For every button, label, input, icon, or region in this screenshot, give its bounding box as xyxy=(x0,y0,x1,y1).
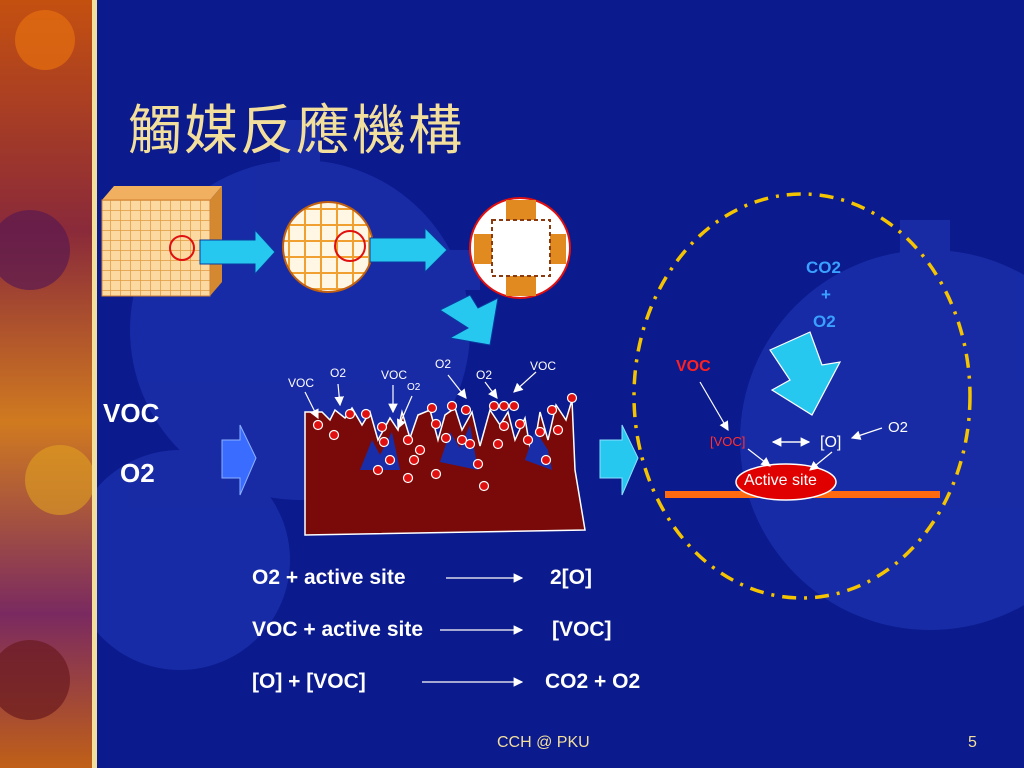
magnified-channels xyxy=(282,201,374,293)
pore-label: O2 xyxy=(407,382,421,393)
pore-label: VOC xyxy=(288,376,315,390)
equation-lhs: VOC + active site xyxy=(252,618,424,641)
product-co2: CO2 xyxy=(806,258,841,277)
page-number: 5 xyxy=(968,734,977,751)
equation-rhs: CO2 + O2 xyxy=(545,670,641,693)
equation-rhs: [VOC] xyxy=(552,618,612,641)
mechanism-o2: O2 xyxy=(888,419,909,436)
footer-credit: CCH @ PKU xyxy=(497,734,590,751)
magnified-channel-wall xyxy=(469,197,571,299)
equation-rhs: 2[O] xyxy=(550,566,592,589)
stripe-border xyxy=(92,0,97,768)
equation-lhs: [O] + [VOC] xyxy=(252,670,366,693)
pore-label: VOC xyxy=(530,359,557,373)
mechanism-zoom xyxy=(632,192,972,600)
arrow-2 xyxy=(369,226,448,274)
porous-support xyxy=(304,399,586,536)
adsorbed-o: [O] xyxy=(820,434,842,451)
input-voc-label: VOC xyxy=(103,398,160,428)
pore-label: O2 xyxy=(435,357,452,371)
active-site-label: Active site xyxy=(744,472,817,489)
input-arrow xyxy=(221,424,257,496)
adsorbed-molecules xyxy=(312,392,578,492)
product-o2: O2 xyxy=(813,312,836,331)
pore-label: O2 xyxy=(330,366,347,380)
arrow-1 xyxy=(199,228,276,276)
slide-title: 觸媒反應機構 xyxy=(128,99,464,162)
input-o2-label: O2 xyxy=(120,458,155,488)
output-arrow xyxy=(599,424,639,496)
equation-lhs: O2 + active site xyxy=(252,566,406,589)
left-decorative-stripe xyxy=(0,0,95,768)
pore-label: O2 xyxy=(476,368,493,382)
product-plus: + xyxy=(821,285,831,304)
equation-arrows xyxy=(422,573,524,687)
arrow-down xyxy=(438,294,499,346)
adsorbed-voc: [VOC] xyxy=(710,434,746,449)
pore-pointers xyxy=(304,371,537,430)
pore-label: VOC xyxy=(381,368,408,382)
mechanism-voc: VOC xyxy=(676,358,711,375)
